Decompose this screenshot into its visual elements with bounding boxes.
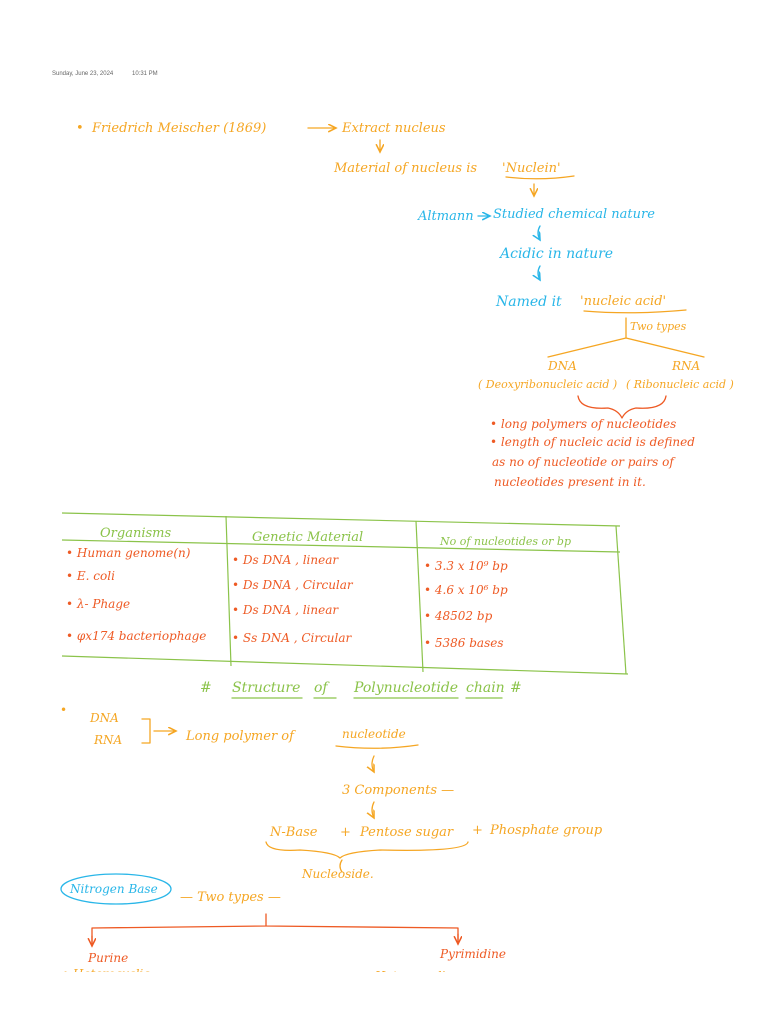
rna-label: RNA bbox=[93, 733, 123, 747]
nucleotide-term: nucleotide bbox=[342, 727, 406, 741]
cell-material-3: • Ds DNA , linear bbox=[232, 603, 339, 617]
arrow-icon bbox=[538, 225, 540, 240]
acidic-label: Acidic in nature bbox=[498, 246, 613, 262]
heading-word-of: of bbox=[314, 680, 330, 696]
note-date: Sunday, June 23, 2024 bbox=[52, 71, 114, 77]
studied-label: Studied chemical nature bbox=[493, 207, 655, 222]
altmann-label: Altmann bbox=[417, 209, 474, 224]
curly-brace bbox=[265, 841, 469, 859]
branch-lines bbox=[91, 913, 459, 947]
arrow-icon bbox=[372, 801, 374, 818]
genome-table: Organisms Genetic Material No of nucleot… bbox=[61, 512, 629, 675]
components-label: 3 Components — bbox=[342, 783, 454, 798]
material-label: Material of nucleus is bbox=[333, 161, 477, 176]
plus-sign: + bbox=[340, 825, 351, 840]
header-organisms: Organisms bbox=[100, 526, 171, 541]
cell-material-2: • Ds DNA , Circular bbox=[232, 578, 354, 592]
cell-organism-2: • E. coli bbox=[66, 569, 115, 583]
arrow-icon bbox=[372, 755, 374, 772]
nucleoside-label: Nucleoside. bbox=[301, 867, 374, 881]
bullet: • bbox=[60, 703, 67, 717]
connector bbox=[339, 859, 343, 873]
note-line-3: as no of nucleotide or pairs of bbox=[492, 455, 676, 469]
arrow-icon bbox=[538, 265, 540, 280]
cell-organism-4: • φx174 bacteriophage bbox=[66, 629, 206, 643]
heading-word-chain: chain bbox=[466, 680, 505, 696]
extract-label: Extract nucleus bbox=[341, 121, 446, 136]
pyrimidine-label: Pyrimidine bbox=[439, 947, 506, 961]
underline bbox=[505, 175, 575, 180]
header-genetic-material: Genetic Material bbox=[252, 530, 363, 545]
rna-full-name: ( Ribonucleic acid ) bbox=[626, 378, 734, 391]
cell-count-3: • 48502 bp bbox=[424, 609, 493, 623]
underline bbox=[335, 744, 419, 749]
heading-hash: # bbox=[200, 680, 212, 696]
n-base-label: N-Base bbox=[269, 825, 318, 840]
nitrogen-base-label: Nitrogen Base bbox=[69, 882, 158, 896]
note-line-4: nucleotides present in it. bbox=[494, 475, 646, 489]
cell-count-1: • 3.3 x 10⁹ bp bbox=[424, 559, 508, 573]
rna-label: RNA bbox=[671, 359, 701, 373]
history-section: • Friedrich Meischer (1869) Extract nucl… bbox=[76, 121, 734, 489]
cell-material-4: • Ss DNA , Circular bbox=[232, 631, 353, 645]
polynucleotide-section: # Structure of Polynucleotide chain # • … bbox=[60, 680, 603, 983]
plus-sign: + bbox=[472, 823, 483, 838]
bracket bbox=[141, 718, 151, 744]
long-polymer-label: Long polymer of bbox=[185, 729, 296, 744]
two-types-label: — Two types — bbox=[180, 890, 281, 905]
curly-brace bbox=[577, 395, 667, 419]
phosphate-label: Phosphate group bbox=[489, 823, 603, 838]
nucleic-acid-term: 'nucleic acid' bbox=[580, 294, 666, 309]
cell-count-2: • 4.6 x 10⁶ bp bbox=[424, 583, 508, 597]
cell-organism-1: • Human genome(n) bbox=[66, 546, 191, 560]
heading-hash-end: # bbox=[510, 680, 522, 696]
cell-material-1: • Ds DNA , linear bbox=[232, 553, 339, 567]
header-nucleotides: No of nucleotides or bp bbox=[439, 535, 571, 548]
underline bbox=[583, 309, 687, 314]
branch-lines bbox=[547, 317, 705, 358]
note-time: 10:31 PM bbox=[132, 71, 158, 77]
two-types-label: Two types bbox=[630, 320, 687, 333]
pentose-label: Pentose sugar bbox=[359, 825, 454, 840]
dna-label: DNA bbox=[547, 359, 577, 373]
nuclein-term: 'Nuclein' bbox=[502, 161, 561, 176]
page-bottom-edge bbox=[0, 972, 768, 1024]
heading-word-polynucleotide: Polynucleotide bbox=[353, 680, 458, 696]
cell-organism-3: • λ- Phage bbox=[66, 597, 130, 611]
dna-full-name: ( Deoxyribonucleic acid ) bbox=[478, 378, 617, 391]
cell-count-4: • 5386 bases bbox=[424, 636, 504, 650]
named-label: Named it bbox=[495, 294, 562, 310]
purine-label: Purine bbox=[87, 951, 128, 965]
table-grid bbox=[61, 512, 629, 675]
dna-label: DNA bbox=[89, 711, 119, 725]
bullet: • bbox=[76, 121, 84, 136]
note-line-2: • length of nucleic acid is defined bbox=[490, 435, 695, 449]
note-line-1: • long polymers of nucleotides bbox=[490, 417, 676, 431]
heading-word-structure: Structure bbox=[232, 680, 300, 696]
nitrogen-base-circle bbox=[60, 873, 172, 905]
miescher-label: Friedrich Meischer (1869) bbox=[91, 121, 266, 136]
